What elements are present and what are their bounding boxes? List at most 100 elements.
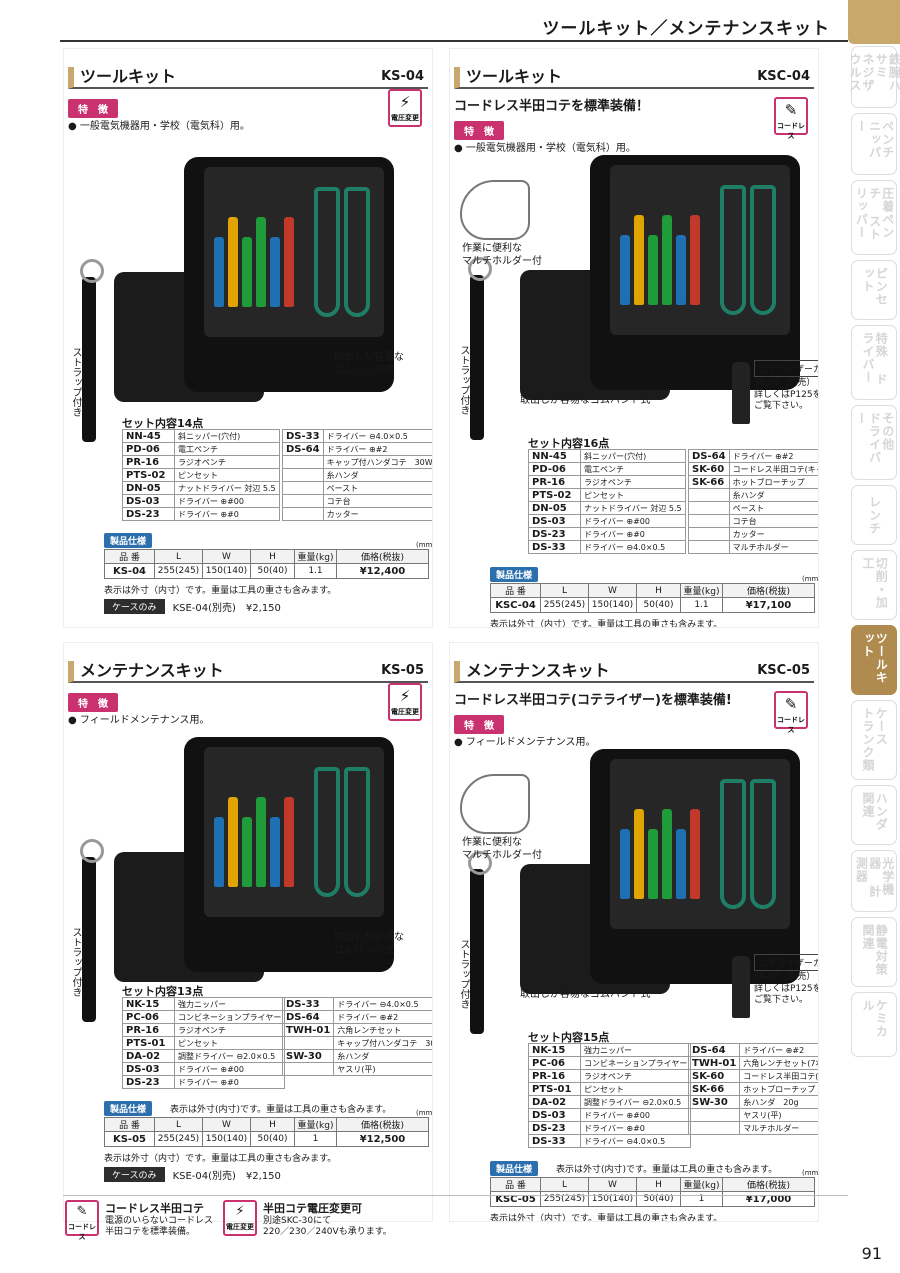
band-note: 取出しが容易なゴムバンド式 [334,352,404,377]
case-only-label: ケースのみ [104,599,165,614]
item-code [687,1108,741,1122]
tool-panel [610,165,790,335]
product-photo [114,737,394,982]
section-title: メンテナンスキット [466,661,610,680]
side-tab-12[interactable]: 静電対策関連 [851,917,897,987]
footer-legend: ✎コードレス コードレス半田コテ 電源のいらないコードレス半田コテを標準装備。 … [63,1195,848,1245]
page-number: 91 [861,1244,882,1263]
item-desc: ドライバー ⊖4.0×0.5 [333,997,432,1011]
spec-header: 品 番 [490,583,541,598]
item-code [281,1036,335,1050]
side-tab-5[interactable]: その他 ドライバー [851,405,897,480]
side-tab-1[interactable]: ペンチ ニッパー [851,113,897,175]
item-desc: ヤスリ(平) [333,1062,432,1076]
spec-label: 製品仕様 [490,1161,539,1176]
item-code: DS-64 [687,1043,741,1057]
strap-label: ストラップ付き [70,347,81,417]
plier [750,779,776,909]
side-tab-6[interactable]: レンチ [851,485,897,545]
band-note: 取出しが容易なゴムバンド式 [334,932,404,957]
spec-footnote: 表示は外寸（内寸）です。重量は工具の重さも含みます。 [490,620,723,628]
gas-line: ご覧下さい。 [754,401,809,412]
item-code: TWH-01 [687,1056,741,1070]
screwdriver [676,235,686,305]
item-code: TWH-01 [281,1023,335,1037]
spec-header: 価格(税抜) [722,1177,815,1192]
unit-label: (mm) [416,1109,433,1117]
case-only-text: KSE-04(別売) ¥2,150 [172,603,281,614]
item-code: SW-30 [281,1049,335,1063]
screwdriver [634,809,644,899]
side-tab-7[interactable]: 切削・加工 [851,550,897,620]
section-title-bar: メンテナンスキット KSC-05 [454,661,814,683]
screwdriver [242,817,252,887]
spec-value: ¥12,400 [336,563,429,579]
voltage-icon: ⚡ [399,687,411,705]
item-desc: キャップ付ハンダコテ 30W [322,455,432,469]
item-code: PTS-02 [528,488,581,502]
spec-header: W [202,549,251,564]
spec-value: 150(140) [202,1131,251,1147]
side-tab-0[interactable]: 鉄腕ハサミ ネジザウルス [848,46,900,108]
spec-label: 製品仕様 [104,1101,153,1116]
item-desc: ピンセット [579,1082,692,1096]
product-code: KS-04 [381,69,424,84]
side-tab-2[interactable]: 圧着ペンチ ストリッパー [851,180,897,255]
spec-value: ¥17,100 [722,597,815,613]
item-desc: キャップ付ハンダコテ 30W [333,1036,432,1050]
unit-label: (mm) [802,575,819,583]
screwdriver [214,817,224,887]
set-row: コテ台 [282,494,432,508]
side-tab-10[interactable]: ハンダ関連 [851,785,897,845]
gas-line: ご覧下さい。 [754,995,809,1006]
gas-can-icon [732,956,750,1018]
side-tab-3[interactable]: ピンセット [851,260,897,320]
spec-inline-note: 表示は外寸(内寸)です。重量は工具の重さも含みます。 [556,1165,778,1175]
item-code [282,507,324,521]
item-desc: カッター [322,507,432,521]
side-tab-8[interactable]: ツールキット [851,625,897,695]
side-tab-4[interactable]: 特殊 ドライバー [851,325,897,400]
spec-header: 重量(kg) [680,583,723,598]
side-tab-13[interactable]: ケミカル [851,992,897,1057]
badge-label: 電圧変更 [391,114,419,122]
product-code: KSC-04 [757,69,810,84]
item-desc: ドライバー ⊕#2 [322,442,432,456]
screwdriver [270,817,280,887]
item-desc: ラジオペンチ [580,475,686,489]
note-line: ゴムバンド式 [334,364,395,376]
side-tab-11[interactable]: 光学機器 計測器 [851,850,897,912]
spec-header: 重量(kg) [294,549,337,564]
gas-line: 詳しくはP125を [754,983,819,994]
side-tab-9[interactable]: ケース トランク類 [851,700,897,780]
item-code: SK-60 [687,1069,741,1083]
voltage-badge: ⚡電圧変更 [388,89,422,127]
item-desc: ドライバー ⊕#2 [728,449,818,463]
spec-value: KS-04 [104,563,155,579]
product-code: KSC-05 [757,663,810,678]
spec-header: H [250,549,295,564]
item-code [688,527,730,541]
item-code: DS-23 [528,527,581,541]
cordless-badge: ✎コードレス [774,97,808,140]
item-code: DS-64 [688,449,730,463]
